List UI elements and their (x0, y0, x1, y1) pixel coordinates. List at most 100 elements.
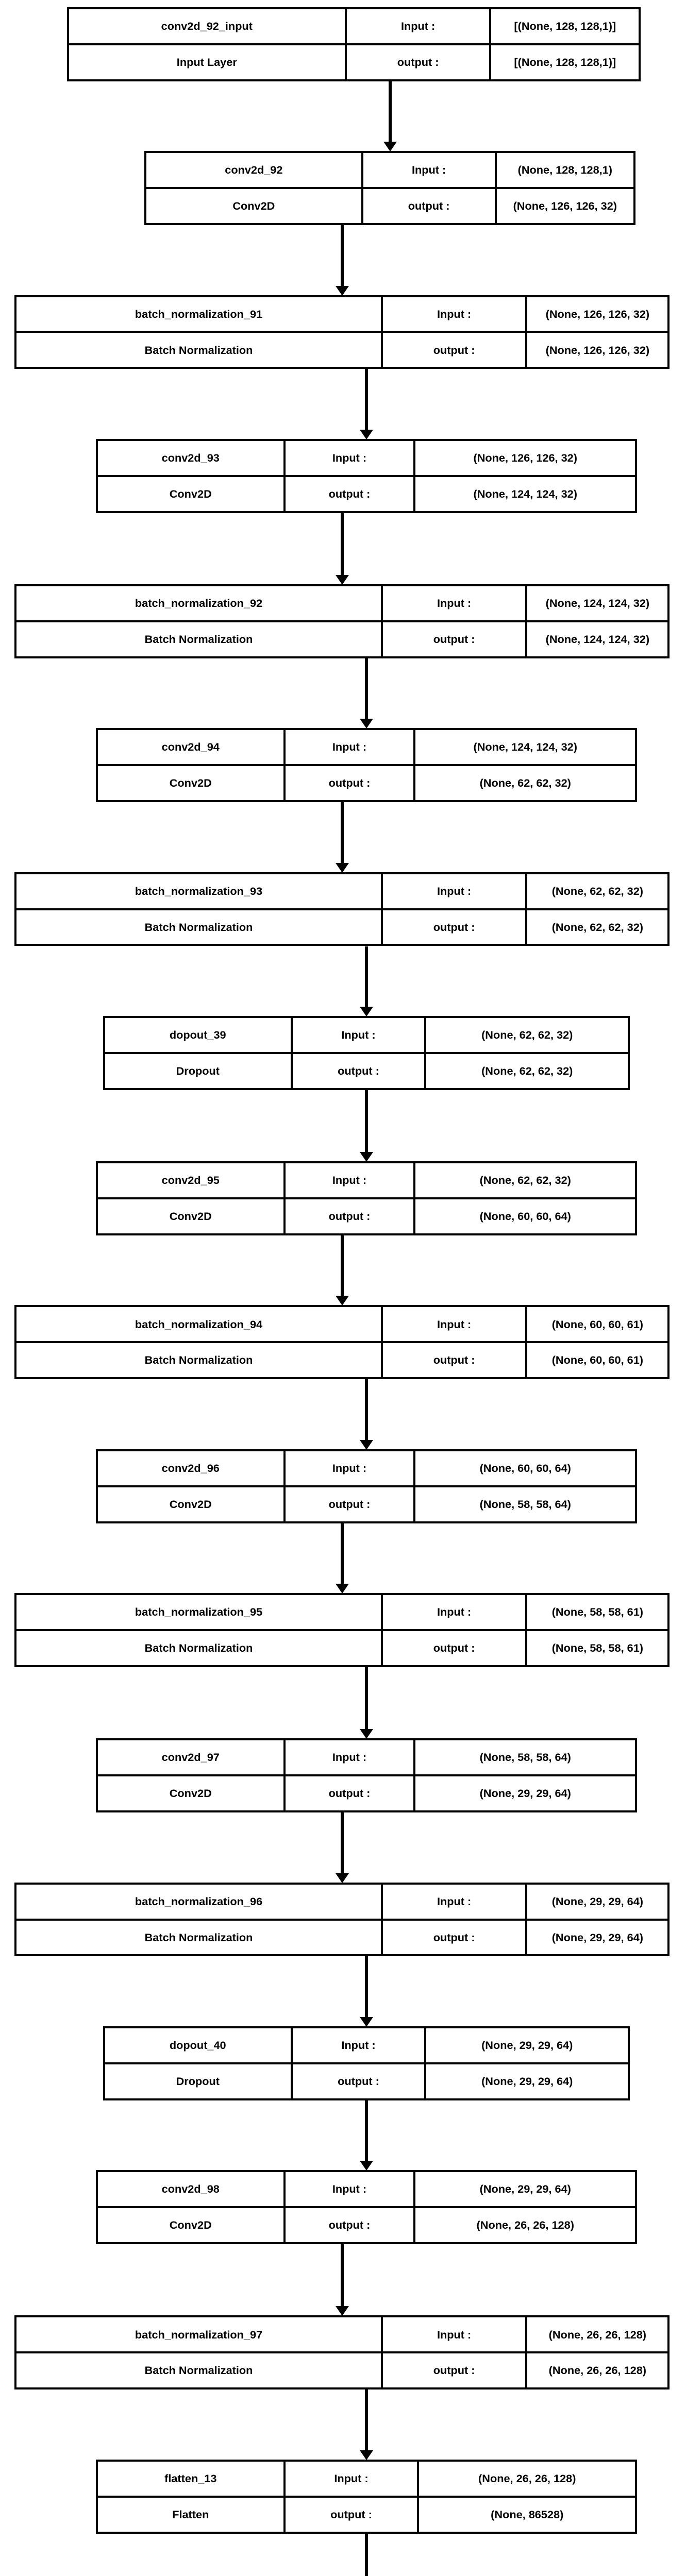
layer-name: conv2d_96 (98, 1451, 286, 1485)
output-label: output : (293, 1054, 427, 1088)
input-shape-value: (None, 26, 26, 128) (548, 2328, 647, 2341)
input-shape-value: (None, 62, 62, 32) (551, 884, 644, 897)
connector-line (365, 1379, 369, 1440)
input-label: Input : (293, 2028, 427, 2062)
output-label: output : (286, 766, 416, 801)
connector-arrowhead (360, 1152, 374, 1162)
input-shape-value: (None, 29, 29, 64) (479, 2182, 571, 2196)
input-shape-value: (None, 58, 58, 64) (479, 1751, 571, 1764)
layer-type: Input Layer (69, 45, 347, 79)
output-shape-value: (None, 58, 58, 61) (551, 1641, 644, 1655)
connector-arrowhead (335, 2306, 349, 2316)
input-shape-value: (None, 128, 128,1) (517, 163, 612, 177)
output-label: output : (293, 2064, 427, 2098)
layer-name: conv2d_97 (98, 1740, 286, 1775)
input-label: Input : (383, 1884, 528, 1919)
layer-type: Batch Normalization (16, 2353, 383, 2388)
layer-name: batch_normalization_91 (16, 297, 383, 331)
layer-type: Dropout (105, 1054, 293, 1088)
connector-arrowhead (360, 1007, 374, 1017)
connector-arrowhead (360, 1439, 374, 1450)
input-shape-value: (None, 126, 126, 32) (545, 307, 650, 320)
output-shape-value: (None, 29, 29, 64) (479, 1787, 571, 1800)
connector-line (340, 1235, 344, 1297)
output-shape-value: (None, 60, 60, 61) (551, 1353, 644, 1367)
connector-line (365, 658, 369, 720)
input-shape-value: (None, 124, 124, 32) (473, 740, 577, 754)
output-shape-value: (None, 29, 29, 64) (551, 1930, 644, 1944)
output-shape-value: (None, 60, 60, 64) (479, 1210, 571, 1223)
layer-name: dopout_39 (105, 1018, 293, 1052)
output-shape-value: (None, 26, 26, 128) (548, 2364, 647, 2377)
connector-arrowhead (335, 1296, 349, 1306)
output-label: output : (286, 2497, 420, 2532)
output-label: output : (286, 1776, 416, 1811)
output-shape-value: (None, 29, 29, 64) (481, 2075, 573, 2088)
input-shape-value: (None, 29, 29, 64) (481, 2039, 573, 2052)
output-label: output : (347, 45, 492, 79)
input-shape-value: [(None, 128, 128,1)] (514, 19, 616, 32)
layer-name: conv2d_92 (146, 153, 363, 188)
layer-name: batch_normalization_93 (16, 874, 383, 908)
connector-arrowhead (335, 1584, 349, 1594)
layer-name: conv2d_98 (98, 2172, 286, 2207)
input-label: Input : (347, 9, 492, 43)
output-shape-value: (None, 126, 126, 32) (545, 343, 650, 357)
output-shape-value: (None, 58, 58, 64) (479, 1497, 571, 1511)
connector-line (388, 81, 392, 143)
input-label: Input : (383, 297, 528, 331)
output-label: output : (383, 1631, 528, 1665)
layer-name: conv2d_95 (98, 1163, 286, 1198)
output-label: output : (286, 1487, 416, 1521)
connector-line (365, 2389, 369, 2451)
output-label: output : (383, 333, 528, 367)
layer-name: batch_normalization_97 (16, 2317, 383, 2352)
connector-line (365, 1956, 369, 2018)
connector-line (340, 513, 344, 575)
layer-name: batch_normalization_96 (16, 1884, 383, 1919)
output-shape-value: (None, 62, 62, 32) (481, 1064, 573, 1078)
input-label: Input : (383, 586, 528, 620)
input-shape-value: (None, 29, 29, 64) (551, 1894, 644, 1908)
input-shape-value: (None, 60, 60, 64) (479, 1461, 571, 1475)
layer-type: Conv2D (98, 1199, 286, 1233)
output-shape-value: (None, 126, 126, 32) (513, 199, 617, 213)
